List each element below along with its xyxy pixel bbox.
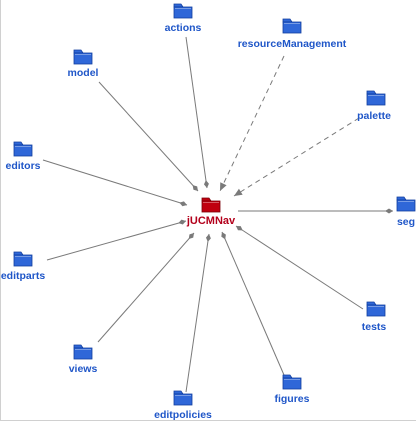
edge-diamond-editparts [178, 219, 186, 225]
package-label-model: model [68, 67, 99, 79]
edge-arrowhead-palette [234, 188, 243, 196]
edge-arrowhead-resourceManagement [220, 182, 227, 191]
folder-icon [73, 344, 93, 360]
package-node-seg[interactable]: seg [396, 196, 416, 228]
edge-diamond-model [192, 185, 198, 191]
edge-diamond-figures [221, 232, 226, 240]
package-node-views[interactable]: views [69, 344, 98, 375]
package-node-palette[interactable]: palette [357, 90, 391, 122]
edge-palette [233, 117, 360, 197]
folder-icon [73, 49, 93, 65]
edge-model [98, 81, 199, 192]
folder-icon [173, 390, 193, 406]
edge-diamond-actions [203, 180, 209, 188]
package-node-center[interactable]: jUCMNav [186, 197, 236, 227]
package-label-tests: tests [362, 321, 387, 333]
folder-icon [13, 251, 33, 267]
folder-icon [366, 301, 386, 317]
edge-diamond-views [188, 233, 194, 240]
edge-actions [185, 36, 208, 189]
package-label-editors: editors [5, 160, 40, 172]
package-label-center: jUCMNav [186, 215, 236, 227]
package-node-tests[interactable]: tests [362, 301, 387, 333]
package-label-figures: figures [274, 393, 309, 405]
folder-icon [173, 3, 193, 19]
package-label-editparts: editparts [1, 270, 45, 282]
package-label-seg: seg [397, 216, 415, 228]
package-node-actions[interactable]: actions [165, 3, 202, 34]
edge-diamond-seg [385, 208, 393, 214]
folder-icon [366, 90, 386, 106]
edge-editors [42, 159, 188, 206]
folder-icon [282, 374, 302, 390]
package-node-model[interactable]: model [68, 49, 99, 79]
folder-icon [13, 141, 33, 157]
folder-icon [282, 18, 302, 34]
package-node-editparts[interactable]: editparts [1, 251, 45, 282]
package-node-resourceManagement[interactable]: resourceManagement [238, 18, 347, 50]
edge-resourceManagement [219, 55, 285, 192]
package-label-editpolicies: editpolicies [154, 409, 212, 421]
edge-figures [221, 231, 285, 376]
package-node-figures[interactable]: figures [274, 374, 310, 405]
package-label-resourceManagement: resourceManagement [238, 38, 347, 50]
edge-diamond-editors [179, 201, 187, 207]
package-node-editpolicies[interactable]: editpolicies [154, 390, 212, 421]
package-label-actions: actions [165, 22, 202, 34]
edge-editparts [46, 220, 187, 261]
folder-icon [396, 196, 416, 212]
package-label-palette: palette [357, 110, 391, 122]
edge-tests [235, 225, 364, 310]
edge-diamond-editpolicies [205, 234, 211, 242]
package-node-editors[interactable]: editors [5, 141, 41, 172]
edge-views [97, 232, 195, 343]
folder-icon [201, 197, 221, 213]
edge-diamond-tests [236, 226, 243, 231]
package-label-views: views [69, 363, 98, 375]
edge-editpolicies [185, 233, 210, 393]
